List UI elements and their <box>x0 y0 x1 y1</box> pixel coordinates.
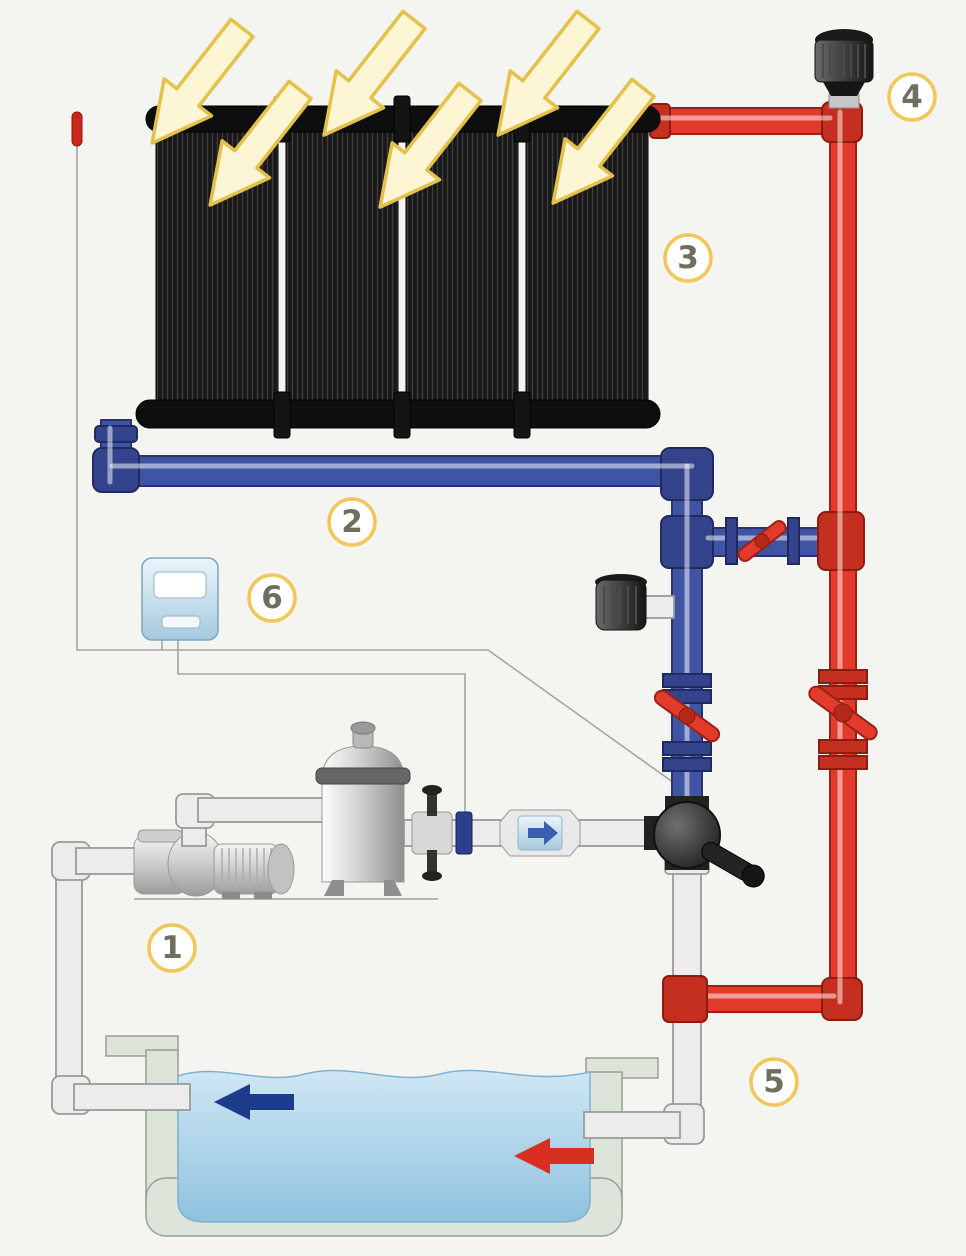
return-outlet-horizontal <box>583 1111 681 1139</box>
valve-hub <box>754 533 770 549</box>
multiport-handle-top <box>422 785 442 795</box>
controller-slot <box>161 615 201 629</box>
isolation-valve-hot <box>808 669 878 770</box>
filter-foot <box>384 880 402 896</box>
hot-pipe-bottom-horizontal <box>687 985 845 1013</box>
valve-flange <box>725 517 738 565</box>
filter-multiport-valve <box>411 785 453 881</box>
motor-end-bell <box>267 843 295 895</box>
hot-pipe-top-horizontal <box>653 107 833 135</box>
vrv-collar <box>828 93 860 109</box>
badge-circle <box>663 233 713 283</box>
cold-pipe-horizontal <box>100 455 702 487</box>
callout-badge-5: 5 <box>749 1057 799 1107</box>
valve-handle <box>701 842 765 888</box>
vent-ribs <box>603 586 637 624</box>
badge-number: 5 <box>763 1064 785 1100</box>
vrv-taper <box>823 82 865 96</box>
pool-inflow-arrow <box>514 1138 594 1174</box>
badge-circle <box>247 573 297 623</box>
header-clamp <box>393 391 411 439</box>
valve-flange <box>818 739 868 754</box>
pump-unit <box>133 793 325 899</box>
motor-foot <box>222 892 240 899</box>
header-clamp <box>393 95 411 143</box>
multiport-body <box>411 811 453 855</box>
vacuum-relief-valve <box>814 29 874 109</box>
badge-number: 4 <box>901 79 923 115</box>
inline-check-valve <box>499 809 581 857</box>
cold-header-coupling <box>94 425 138 443</box>
suction-vertical <box>55 847 83 1093</box>
valve-flange <box>662 741 712 756</box>
filter-clamp-band <box>315 767 411 785</box>
valve-flange <box>818 755 868 770</box>
motor-fins <box>221 848 272 890</box>
temperature-sensor <box>71 111 83 147</box>
valve-hub <box>678 707 696 725</box>
multiport-handle-bottom <box>422 871 442 881</box>
filter-tank <box>315 721 411 896</box>
suction-inlet-horizontal <box>73 1083 191 1111</box>
three-way-valve <box>644 796 765 888</box>
valve-flange <box>662 673 712 688</box>
flow-direction-arrow <box>528 821 558 845</box>
badge-number: 2 <box>341 504 363 540</box>
badge-circle <box>147 923 197 973</box>
badge-number: 1 <box>161 930 183 966</box>
control-wires <box>76 146 696 812</box>
callout-badge-6: 6 <box>247 573 297 623</box>
vrv-ribs <box>822 44 866 78</box>
strainer-lid <box>137 829 183 843</box>
callout-badge-1: 1 <box>147 923 197 973</box>
pool-suction-pipe <box>51 841 191 1115</box>
pool <box>105 1035 659 1237</box>
badge-circle <box>327 497 377 547</box>
badge-number: 3 <box>677 240 699 276</box>
solar-collector-array <box>135 95 661 439</box>
collector-panel <box>285 127 399 405</box>
cold-elbow-left <box>92 447 140 493</box>
header-clamp <box>273 391 291 439</box>
valve-flange <box>818 669 868 684</box>
filter-cap-knob <box>350 721 376 735</box>
badge-circle <box>749 1057 799 1107</box>
check-valve-bypass <box>725 517 800 565</box>
header-clamp <box>513 391 531 439</box>
badge-circle <box>887 72 937 122</box>
sensor-wire <box>76 146 696 799</box>
controller-unit <box>141 557 219 641</box>
pool-outflow-arrow <box>214 1084 294 1120</box>
multiport-stem-top <box>427 790 437 816</box>
motor-foot <box>254 892 272 899</box>
callout-badge-4: 4 <box>887 72 937 122</box>
pipe-sensor-coupling <box>455 811 473 855</box>
suction-stub-to-pump <box>75 847 139 875</box>
filter-body <box>321 745 405 883</box>
badge-number: 6 <box>261 580 283 616</box>
hot-tee-on-return <box>662 975 708 1023</box>
isolation-valve-cold <box>653 673 721 772</box>
multiport-stem-bottom <box>427 850 437 876</box>
pump-to-filter-pipe <box>197 797 325 823</box>
controller-screen <box>153 571 207 599</box>
valve-hub <box>833 703 853 723</box>
callout-badge-2: 2 <box>327 497 377 547</box>
valve-flange <box>662 757 712 772</box>
pipe-sensor-wire <box>177 640 466 812</box>
valve-flange <box>787 517 800 565</box>
air-vent-valve <box>595 574 675 631</box>
callout-badge-3: 3 <box>663 233 713 283</box>
filter-foot <box>324 880 344 896</box>
